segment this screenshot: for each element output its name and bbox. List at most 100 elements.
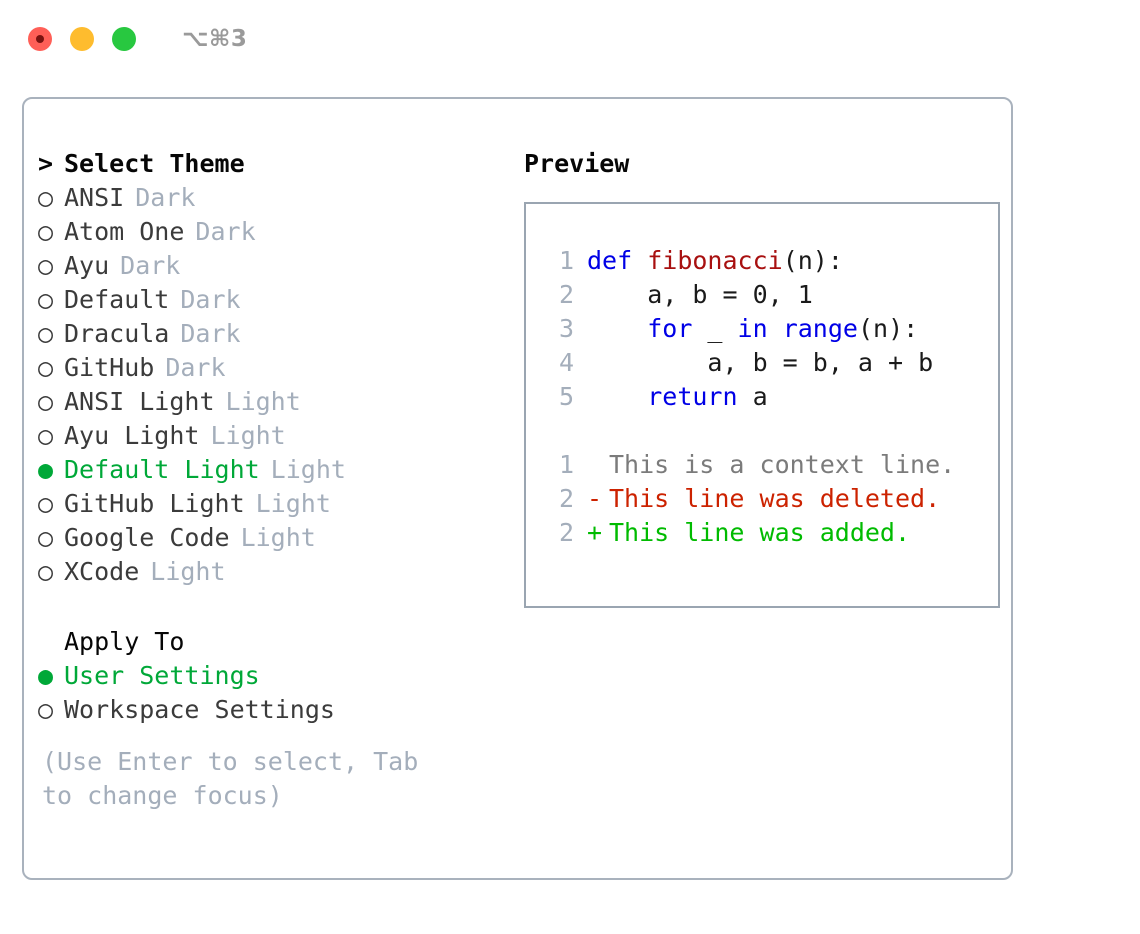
code-line: 2 a, b = 0, 1 xyxy=(540,278,998,312)
radio-unselected-icon: ○ xyxy=(38,353,54,382)
apply-to-option[interactable]: ●User Settings xyxy=(38,659,502,693)
radio-unselected-icon: ○ xyxy=(38,489,54,518)
theme-kind-badge: Dark xyxy=(195,217,256,246)
radio-unselected-icon: ○ xyxy=(38,523,54,552)
radio-unselected-icon: ○ xyxy=(38,319,54,348)
plain-token xyxy=(587,314,647,343)
maximize-button-icon[interactable] xyxy=(112,27,136,51)
page-title: Select Theme xyxy=(64,149,245,178)
code-line: 4 a, b = b, a + b xyxy=(540,346,998,380)
theme-list-item[interactable]: ○ GitHub Light Light xyxy=(38,487,502,521)
theme-name: Atom One xyxy=(64,217,185,246)
window-controls xyxy=(28,27,136,51)
code-content: return a xyxy=(587,380,768,414)
apply-to-title: ○Apply To xyxy=(38,625,502,659)
theme-kind-badge: Light xyxy=(210,421,286,450)
line-number: 4 xyxy=(558,348,574,377)
prompt-caret-icon: > xyxy=(38,149,54,178)
apply-to-label: Apply To xyxy=(64,627,185,656)
theme-kind-badge: Light xyxy=(240,523,316,552)
theme-name: Default xyxy=(64,285,170,314)
theme-kind-badge: Light xyxy=(255,489,331,518)
title-bar: ⌥⌘3 xyxy=(0,0,1140,78)
apply-to-option[interactable]: ○ Workspace Settings xyxy=(38,693,502,727)
diff-sign: + xyxy=(587,518,603,547)
diff-line: 2 +This line was added. xyxy=(540,516,998,550)
diff-preview: 1 This is a context line.2-This line was… xyxy=(540,448,998,550)
theme-name: ANSI xyxy=(64,183,125,212)
line-number: 2 xyxy=(558,280,574,309)
line-number: 1 xyxy=(558,450,574,479)
keyword-token: in xyxy=(737,314,768,343)
list-spacer xyxy=(38,589,502,625)
plain-token xyxy=(768,314,783,343)
plain-token: a xyxy=(737,382,768,411)
keyboard-shortcut-label: ⌥⌘3 xyxy=(182,26,248,52)
theme-list-item[interactable]: ○ Google Code Light xyxy=(38,521,502,555)
theme-name: GitHub Light xyxy=(64,489,245,518)
keyword-token: def xyxy=(587,246,633,275)
close-dot-icon xyxy=(36,35,44,43)
line-number: 1 xyxy=(558,246,574,275)
theme-name: Ayu Light xyxy=(64,421,200,450)
plain-token: a, b = 0, 1 xyxy=(587,280,813,309)
theme-kind-badge: Light xyxy=(225,387,301,416)
line-number: 2 xyxy=(558,518,574,547)
theme-list-title: > Select Theme xyxy=(38,147,502,181)
plain-token: a, b = b, a + b xyxy=(587,348,934,377)
minimize-button-icon[interactable] xyxy=(70,27,94,51)
theme-kind-badge: Light xyxy=(270,455,346,484)
function-name-token: fibonacci xyxy=(647,246,783,275)
theme-list-item[interactable]: ○ ANSI Dark xyxy=(38,181,502,215)
keyword-token: return xyxy=(647,382,738,411)
code-line: 1 def fibonacci(n): xyxy=(540,244,998,278)
theme-list-item[interactable]: ● Default Light Light xyxy=(38,453,502,487)
radio-selected-icon: ● xyxy=(38,455,54,484)
keyboard-hint-text: (Use Enter to select, Tab to change focu… xyxy=(42,747,419,810)
apply-to-list: ●User Settings○ Workspace Settings xyxy=(38,659,502,727)
preview-title: Preview xyxy=(524,149,630,178)
keyword-token: for xyxy=(647,314,693,343)
theme-kind-badge: Light xyxy=(150,557,226,586)
diff-text: This line was added. xyxy=(609,518,911,547)
radio-unselected-icon: ○ xyxy=(38,557,54,586)
diff-text: This is a context line. xyxy=(609,450,956,479)
theme-kind-badge: Dark xyxy=(120,251,181,280)
theme-kind-badge: Dark xyxy=(180,285,241,314)
plain-token: (n): xyxy=(782,246,843,275)
keyword-token: range xyxy=(782,314,858,343)
theme-list-item[interactable]: ○ Dracula Dark xyxy=(38,317,502,351)
theme-kind-badge: Dark xyxy=(135,183,196,212)
code-diff-separator xyxy=(540,414,998,448)
theme-name: Google Code xyxy=(64,523,230,552)
code-content: a, b = 0, 1 xyxy=(587,278,813,312)
radio-unselected-icon: ○ xyxy=(38,695,54,724)
code-line: 5 return a xyxy=(540,380,998,414)
theme-name: ANSI Light xyxy=(64,387,215,416)
close-button-icon[interactable] xyxy=(28,27,52,51)
theme-name: Dracula xyxy=(64,319,170,348)
code-content: a, b = b, a + b xyxy=(587,346,933,380)
diff-line: 2-This line was deleted. xyxy=(540,482,998,516)
theme-kind-badge: Dark xyxy=(180,319,241,348)
radio-unselected-icon: ○ xyxy=(38,183,54,212)
radio-selected-icon: ● xyxy=(38,661,54,690)
apply-to-option-label: Workspace Settings xyxy=(64,695,335,724)
code-content: for _ in range(n): xyxy=(587,312,918,346)
diff-line: 1 This is a context line. xyxy=(540,448,998,482)
theme-name: Default Light xyxy=(64,455,260,484)
radio-unselected-icon: ○ xyxy=(38,251,54,280)
diff-text: This line was deleted. xyxy=(609,484,941,513)
plain-token: (n): xyxy=(857,314,919,343)
